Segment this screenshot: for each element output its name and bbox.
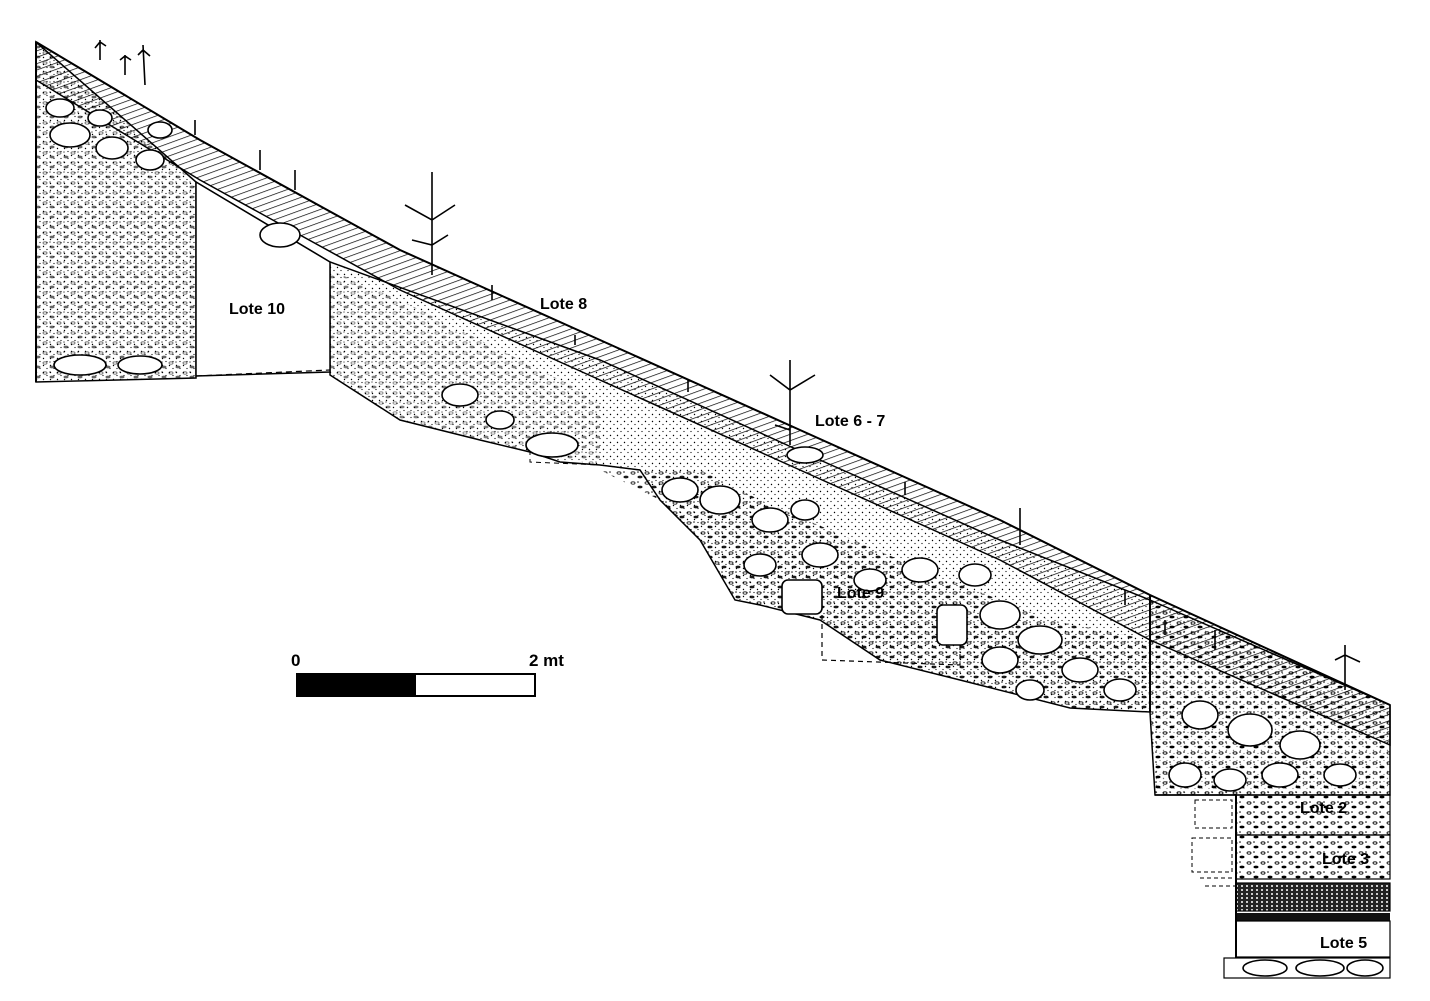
scale-start-label: 0	[291, 651, 300, 670]
layer-lote5	[1235, 920, 1391, 958]
label-lote9: Lote 9	[837, 585, 884, 602]
label-lote3: Lote 3	[1322, 851, 1369, 868]
section-outlines	[35, 41, 1391, 958]
layer-lote3	[1235, 834, 1391, 880]
surface-vegetation	[94, 40, 1361, 690]
label-lote5: Lote 5	[1320, 935, 1367, 952]
scale-bar-white-segment	[414, 673, 536, 697]
boulders	[45, 98, 1384, 977]
scale-bar: 0 2 mt	[291, 651, 564, 697]
label-lote10: Lote 10	[229, 301, 285, 318]
layer-lote4-dark	[1235, 882, 1391, 912]
label-lote67: Lote 6 - 7	[815, 413, 885, 430]
scale-bar-black-segment	[296, 673, 416, 697]
label-lote2: Lote 2	[1300, 800, 1347, 817]
scale-end-label: 2 mt	[529, 651, 564, 670]
label-lote8: Lote 8	[540, 296, 587, 313]
